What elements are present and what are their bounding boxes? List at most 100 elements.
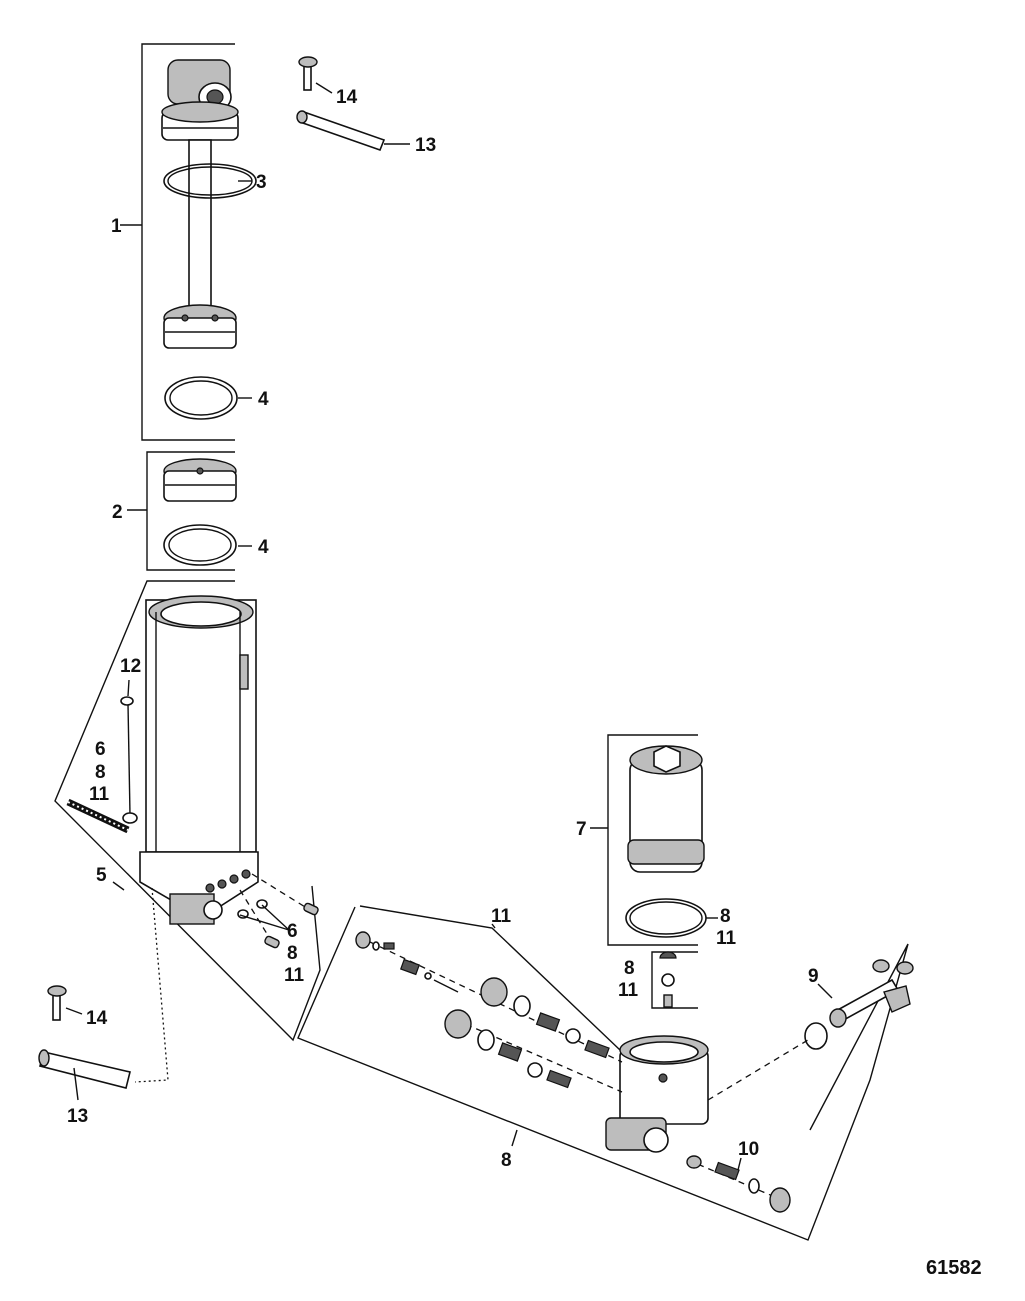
callout-14a: 14 (336, 87, 358, 108)
callout-11c: 11 (491, 906, 512, 927)
callout-3: 3 (256, 172, 267, 193)
figure-number: 61582 (926, 1257, 982, 1279)
link-rod-eye-top (120, 696, 134, 706)
callout-8d: 8 (720, 906, 731, 927)
callout-8e: 8 (624, 958, 635, 979)
callout-4a: 4 (258, 389, 269, 410)
group-8-bracket (297, 906, 909, 1241)
pin-alignment-line (134, 887, 169, 1083)
valve-spring-upper-2 (584, 1039, 610, 1059)
relief-plug-small (686, 1155, 702, 1169)
relief-valve-assembly (686, 1155, 791, 1213)
valve-seat (659, 951, 677, 959)
leader-5 (112, 881, 125, 891)
cylinder-base (139, 851, 259, 919)
rod-guide-cap-top (161, 101, 239, 123)
callout-10: 10 (738, 1139, 759, 1160)
assembly-line (707, 1039, 809, 1101)
piston-rod-assembly (120, 43, 257, 441)
group-8-top-line (359, 905, 621, 1051)
bolt-14-head (298, 56, 318, 68)
o-ring-4-inner (169, 380, 233, 416)
o-ring-4b-inner (168, 528, 232, 562)
top-pin-and-bolt (296, 56, 410, 152)
callout-1: 1 (111, 216, 122, 237)
link-rod-12 (127, 703, 131, 816)
leader-11a (491, 923, 496, 929)
group-7-bracket (607, 734, 698, 946)
leader-6-b (261, 904, 290, 931)
manual-release-assembly (707, 959, 914, 1101)
bolt-14b-head (47, 985, 67, 997)
relief-o-ring (748, 1178, 760, 1194)
callout-labels: 1 2 3 4 4 5 6 8 11 12 6 8 11 14 13 14 13… (67, 87, 982, 1279)
valve-plug-lower (444, 1009, 472, 1039)
callout-11d: 11 (716, 928, 737, 949)
valve-plug-small (355, 931, 371, 949)
valve-spring-upper (535, 1012, 561, 1032)
callout-5: 5 (96, 865, 107, 886)
assembly-line (455, 1019, 623, 1093)
valve-seal-small (372, 941, 380, 951)
relief-plug (769, 1187, 791, 1213)
pivot-pin-13-end (296, 110, 308, 124)
manifold-foot-hole (643, 1127, 669, 1153)
valve-port (241, 869, 251, 879)
pivot-pin-13b (39, 1051, 131, 1089)
link-rod-eye-bottom (122, 812, 138, 824)
check-valve-pin (303, 902, 319, 916)
callout-11a: 11 (89, 784, 110, 805)
callout-13b: 13 (67, 1106, 88, 1127)
callout-9: 9 (808, 966, 819, 987)
leader-14a (315, 82, 333, 94)
leader-12 (127, 679, 130, 697)
check-valve-pin (264, 935, 280, 949)
callout-13a: 13 (415, 135, 436, 156)
cylinder-body-assembly (54, 580, 321, 1083)
reservoir-cap-hex (653, 745, 681, 773)
o-ring-6 (256, 899, 268, 909)
manifold-assembly (297, 905, 909, 1241)
valve-o-ring-lower (477, 1029, 495, 1051)
floating-piston-center (196, 467, 204, 475)
callout-2: 2 (112, 502, 123, 523)
leader-14b (65, 1007, 83, 1015)
o-ring-4 (164, 376, 238, 420)
assembly-line (687, 1159, 783, 1201)
valve-needle (433, 979, 459, 993)
mount-lug-hole (203, 900, 223, 920)
callout-11e: 11 (618, 980, 639, 1001)
callout-8b: 8 (287, 943, 298, 964)
callout-6a: 6 (95, 739, 106, 760)
check-ball-lower (527, 1062, 543, 1078)
valve-spring-11 (400, 958, 420, 976)
cylinder-bore (160, 601, 242, 627)
floating-piston-body (163, 470, 237, 502)
piston-port (181, 314, 189, 322)
leader-13b (73, 1067, 79, 1101)
relief-spring (714, 1161, 740, 1181)
o-ring-8-reservoir (625, 898, 707, 938)
valve-spring-small (383, 942, 395, 950)
release-valve-o-ring (804, 1022, 828, 1050)
o-ring-3 (163, 163, 257, 199)
valve-port (229, 874, 239, 884)
bottom-pin-and-bolt (38, 985, 131, 1101)
reservoir-assembly (590, 734, 718, 1009)
o-ring-8-reservoir-inner (629, 901, 703, 935)
valve-port (205, 883, 215, 893)
check-ball-upper (565, 1028, 581, 1044)
piston-body (163, 317, 237, 349)
leader-6-a (239, 914, 290, 931)
callout-7: 7 (576, 819, 587, 840)
group-2-bracket (146, 451, 235, 571)
leader-8a (511, 1129, 518, 1147)
reservoir-collar (627, 839, 705, 865)
callout-4b: 4 (258, 537, 269, 558)
assembly-line (251, 873, 311, 911)
group-8-11-bracket (651, 951, 698, 1009)
leader-10 (737, 1157, 742, 1171)
leader-9 (817, 983, 833, 999)
callout-8a: 8 (95, 762, 106, 783)
o-ring-4b (163, 524, 237, 566)
